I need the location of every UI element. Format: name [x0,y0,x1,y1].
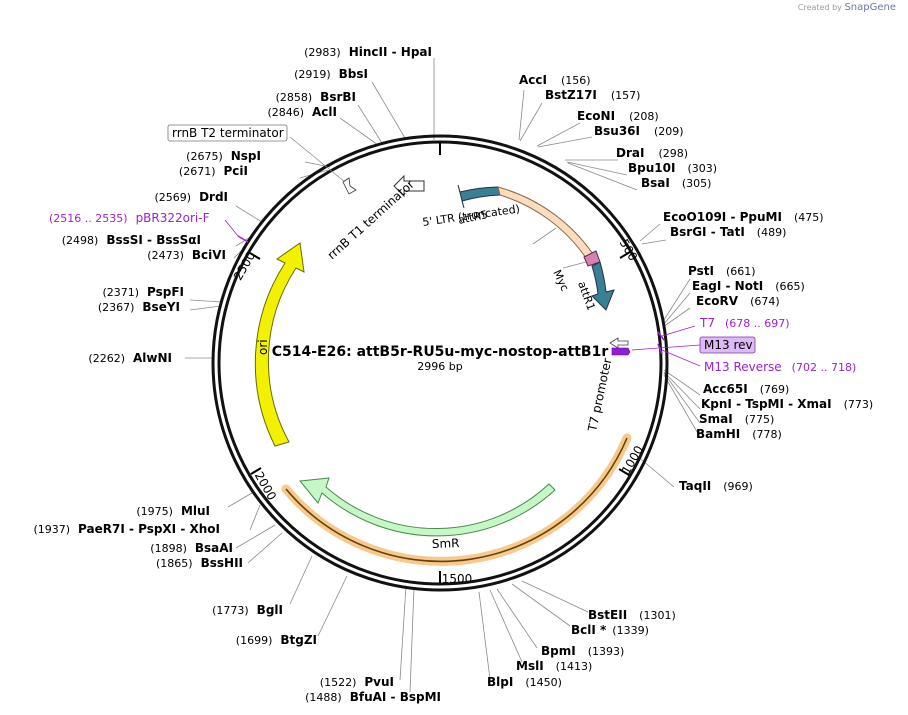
site-drdi: (2569)DrdI [154,190,228,204]
site-bsteii: BstEII(1301) [588,608,676,622]
myc-label-leader [562,261,587,269]
plasmid-length: 2996 bp [417,360,462,373]
ori-label: ori [256,339,270,355]
site-drai: DraI(298) [616,146,688,160]
rrnb-t2-terminator-label: rrnB T2 terminator [172,126,284,140]
attr5-arrow [457,184,501,209]
m13-reverse-primer-mark [657,343,663,355]
site-bcivi: (2473)BciVI [147,248,226,262]
attr1-label: attR1 [575,280,597,313]
pbr322ori-leader [224,219,239,237]
t7-primer-mark [657,331,665,341]
site-bseyi: (2367)BseYI [98,300,180,314]
rrnb-t1-terminator-label: rrnB T1 terminator [325,177,417,262]
myc-label: Myc [550,268,571,293]
site-msli: MslI(1413) [516,659,592,673]
site-econi: EcoNI(208) [577,109,659,123]
t7-primer-label: T7(678 .. 697) [699,316,790,330]
ltr-label-leader [532,227,557,245]
site-bsaai: (1898)BsaAI [150,541,233,555]
snapgene-logo: SnapGene [844,2,896,13]
tick-label-1500: 1500 [442,572,473,586]
smr-region-line [285,437,628,563]
site-paer7i-pspxi-xhoi: (1937)PaeR7I - PspXI - XhoI [33,522,220,536]
attr1-arrow [591,261,615,311]
site-bamhi: BamHI(778) [696,427,782,441]
m13rev-leader [631,344,701,351]
site-eagi-noti: EagI - NotI(665) [692,279,805,293]
site-leader-lines [185,58,701,693]
site-bsshii: (1865)BssHII [156,556,243,570]
smr-gene-arrow [299,477,556,537]
site-taqii: TaqII(969) [679,479,753,493]
pbr322ori-primer-mark [237,235,249,243]
rrnb-t2-terminator-box [167,124,288,142]
site-bpmi: BpmI(1393) [541,644,624,658]
site-bsai: BsaI(305) [641,176,711,190]
ltr-arrow [497,186,594,259]
site-kpni-tspmi-xmai: KpnI - TspMI - XmaI(773) [701,397,873,411]
site-bsrgi-tati: BsrGI - TatI(489) [670,225,786,239]
site-bsu36i: Bsu36I(209) [594,124,684,138]
m13reverse-leader [661,349,701,367]
m13rev-feature [611,347,631,356]
site-nspi: (2675)NspI [186,149,261,163]
site-bbsi: (2919)BbsI [294,67,368,81]
credit-prefix: Created by [797,3,842,12]
site-acc65i: Acc65I(769) [703,382,789,396]
site-ecorv: EcoRV(674) [696,294,780,308]
t7-promoter-arrow [609,337,629,349]
m13rev-label: M13 rev [704,338,753,352]
site-pvui: (1522)PvuI [320,675,394,689]
site-bpu10i: Bpu10I(303) [628,161,717,175]
rrnb-t2-leader [289,136,346,183]
t7-leader [661,325,696,337]
m13rev-label-box [699,336,756,354]
backbone-inner [217,140,663,586]
site-btgzi: (1699)BtgZI [236,633,317,647]
site-acli: (2846)AclI [267,105,337,119]
site-bsssi-bsssai: (2498)BssSI - BssSαI [62,233,201,247]
site-bfuai-bspmi: (1488)BfuAI - BspMI [305,690,441,704]
site-pcii: (2671)PciI [179,164,248,178]
m13-reverse-primer-label: M13 Reverse(702 .. 718) [704,360,856,374]
backbone-ticks [249,143,631,583]
site-bcli: BclI *(1339) [571,623,649,637]
rrnb-t2-terminator-marker [342,177,357,195]
t7-promoter-label: T7 promoter [585,357,614,434]
site-ecoo109i-ppumi: EcoO109I - PpuMI(475) [663,210,824,224]
smr-label: SmR [432,536,460,551]
site-acci: AccI(156) [519,73,591,87]
pbr322ori-primer-label: (2516 .. 2535)pBR322ori-F [49,211,210,225]
site-pspfi: (2371)PspFI [102,285,184,299]
snapgene-credit: Created by SnapGene [798,2,896,13]
site-blpi: BlpI(1450) [487,675,562,689]
plasmid-name: C514-E26: attB5r-RU5u-myc-nostop-attB1r [272,344,609,360]
rrnb-t1-terminator-arrow [393,174,425,198]
site-hincii-hpai: (2983)HincII - HpaI [304,45,432,59]
attr5-label: attR5 [457,208,489,227]
backbone-outer [211,134,669,592]
site-bstz17i: BstZ17I(157) [545,88,640,102]
site-bgli: (1773)BglI [212,603,283,617]
site-psti: PstI(661) [688,264,756,278]
ltr-label: 5' LTR (truncated) [422,202,521,229]
site-smai: SmaI(775) [699,412,774,426]
site-alwni: (2262)AlwNI [88,351,172,365]
site-mlui: (1975)MluI [136,504,210,518]
site-bsrbi: (2858)BsrBI [276,90,356,104]
ori-arrow [254,242,305,447]
